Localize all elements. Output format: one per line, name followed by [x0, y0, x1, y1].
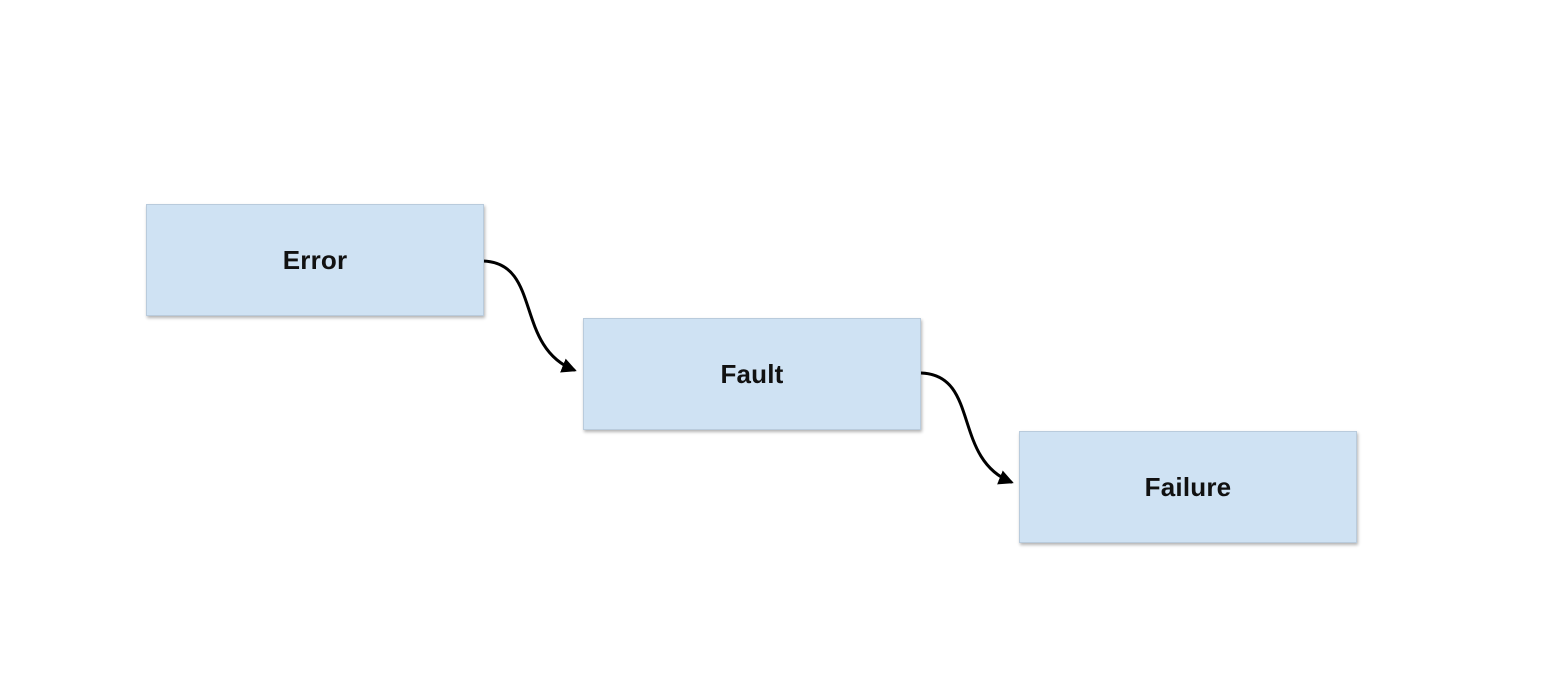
arrow-fault-to-failure — [919, 371, 1014, 485]
node-failure[interactable]: Failure — [1019, 431, 1357, 543]
node-fault[interactable]: Fault — [583, 318, 921, 430]
arrow-error-to-fault — [481, 259, 577, 373]
node-fault-label: Fault — [720, 358, 784, 389]
node-error-label: Error — [282, 244, 348, 275]
node-error[interactable]: Error — [146, 204, 484, 316]
node-failure-label: Failure — [1144, 471, 1232, 502]
